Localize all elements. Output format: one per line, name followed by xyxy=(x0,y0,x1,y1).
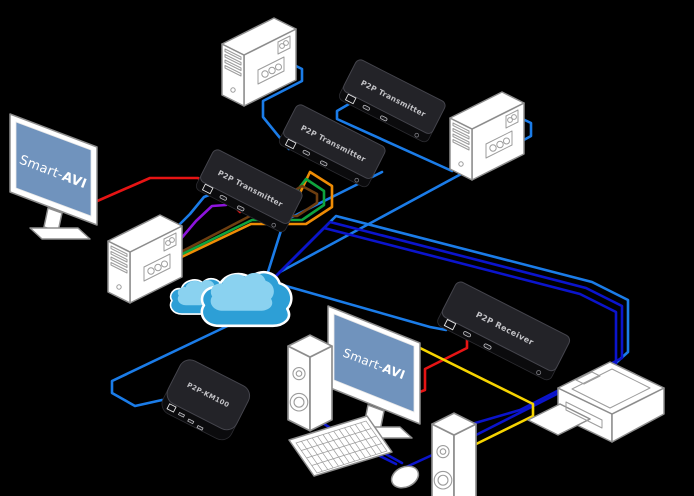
power-jack-icon xyxy=(271,222,276,228)
usb-port-icon xyxy=(362,104,370,111)
rj45-port-icon xyxy=(443,318,457,331)
speaker-right xyxy=(431,412,477,496)
keyboard-key-columns xyxy=(301,422,382,472)
p2p-km100-box: P2P-KM100 xyxy=(161,359,251,441)
usb-port-icon xyxy=(177,412,186,418)
cable-lan-cloud-to-receiver xyxy=(270,280,448,332)
monitor-screen xyxy=(15,121,92,217)
printer-paper-sheet xyxy=(527,403,591,436)
printer-top-face xyxy=(557,361,665,415)
cable-lan-transmitter-back-to-tower-right xyxy=(335,102,454,173)
rj45-port-icon xyxy=(166,403,177,413)
keyboard-key-area xyxy=(295,420,388,474)
usb-port-icon xyxy=(302,149,310,156)
usb-port-icon xyxy=(320,160,328,167)
usb-port-icon xyxy=(219,194,227,201)
mouse xyxy=(390,465,420,489)
transmitter-top-face xyxy=(343,59,446,134)
cable-usb-to-speaker-right xyxy=(254,220,624,430)
printer-output-slot xyxy=(565,401,603,429)
usb-port-icon xyxy=(187,418,195,425)
monitor-bottom: Smart-AVI xyxy=(327,305,421,439)
usb-port-icon xyxy=(237,205,245,212)
cable-tower-mid-loop-green xyxy=(172,177,326,260)
power-jack-icon xyxy=(536,370,542,376)
keyboard-key-rows xyxy=(301,428,382,466)
cable-usb-to-mouse xyxy=(248,226,618,470)
power-jack-icon xyxy=(354,177,359,183)
monitor-left: Smart-AVI xyxy=(9,113,98,240)
transmitter-top-face xyxy=(283,104,386,179)
rj45-port-icon xyxy=(344,93,357,105)
cable-lan-tower-top-to-transmitter xyxy=(261,58,304,151)
cable-lan-cloud-to-km100 xyxy=(110,318,242,408)
monitor-screen xyxy=(333,313,415,413)
p2p-transmitter-front: P2P Transmitter xyxy=(195,149,303,233)
cable-audio-monitor-bottom-to-speaker xyxy=(414,344,535,452)
receiver-top-face xyxy=(441,281,571,372)
cable-tower-mid-loop-orange xyxy=(169,170,334,264)
printer xyxy=(527,361,665,443)
keyboard xyxy=(288,415,393,477)
usb-port-icon xyxy=(196,425,204,431)
usb-port-icon xyxy=(463,331,472,338)
cable-video-receiver-to-monitor-bottom xyxy=(415,338,469,395)
km100-top-face xyxy=(166,359,251,431)
rj45-port-icon xyxy=(201,183,214,195)
p2p-receiver: P2P Receiver xyxy=(437,281,571,381)
mouse-body xyxy=(390,465,420,489)
transmitter-top-face xyxy=(200,149,303,224)
usb-port-icon xyxy=(483,343,492,350)
monitor-base xyxy=(29,227,91,240)
rj45-port-icon xyxy=(284,138,297,150)
printer-control-panel xyxy=(575,371,601,385)
power-jack-icon xyxy=(414,132,419,138)
usb-port-icon xyxy=(380,115,388,122)
speaker-left xyxy=(287,334,333,432)
